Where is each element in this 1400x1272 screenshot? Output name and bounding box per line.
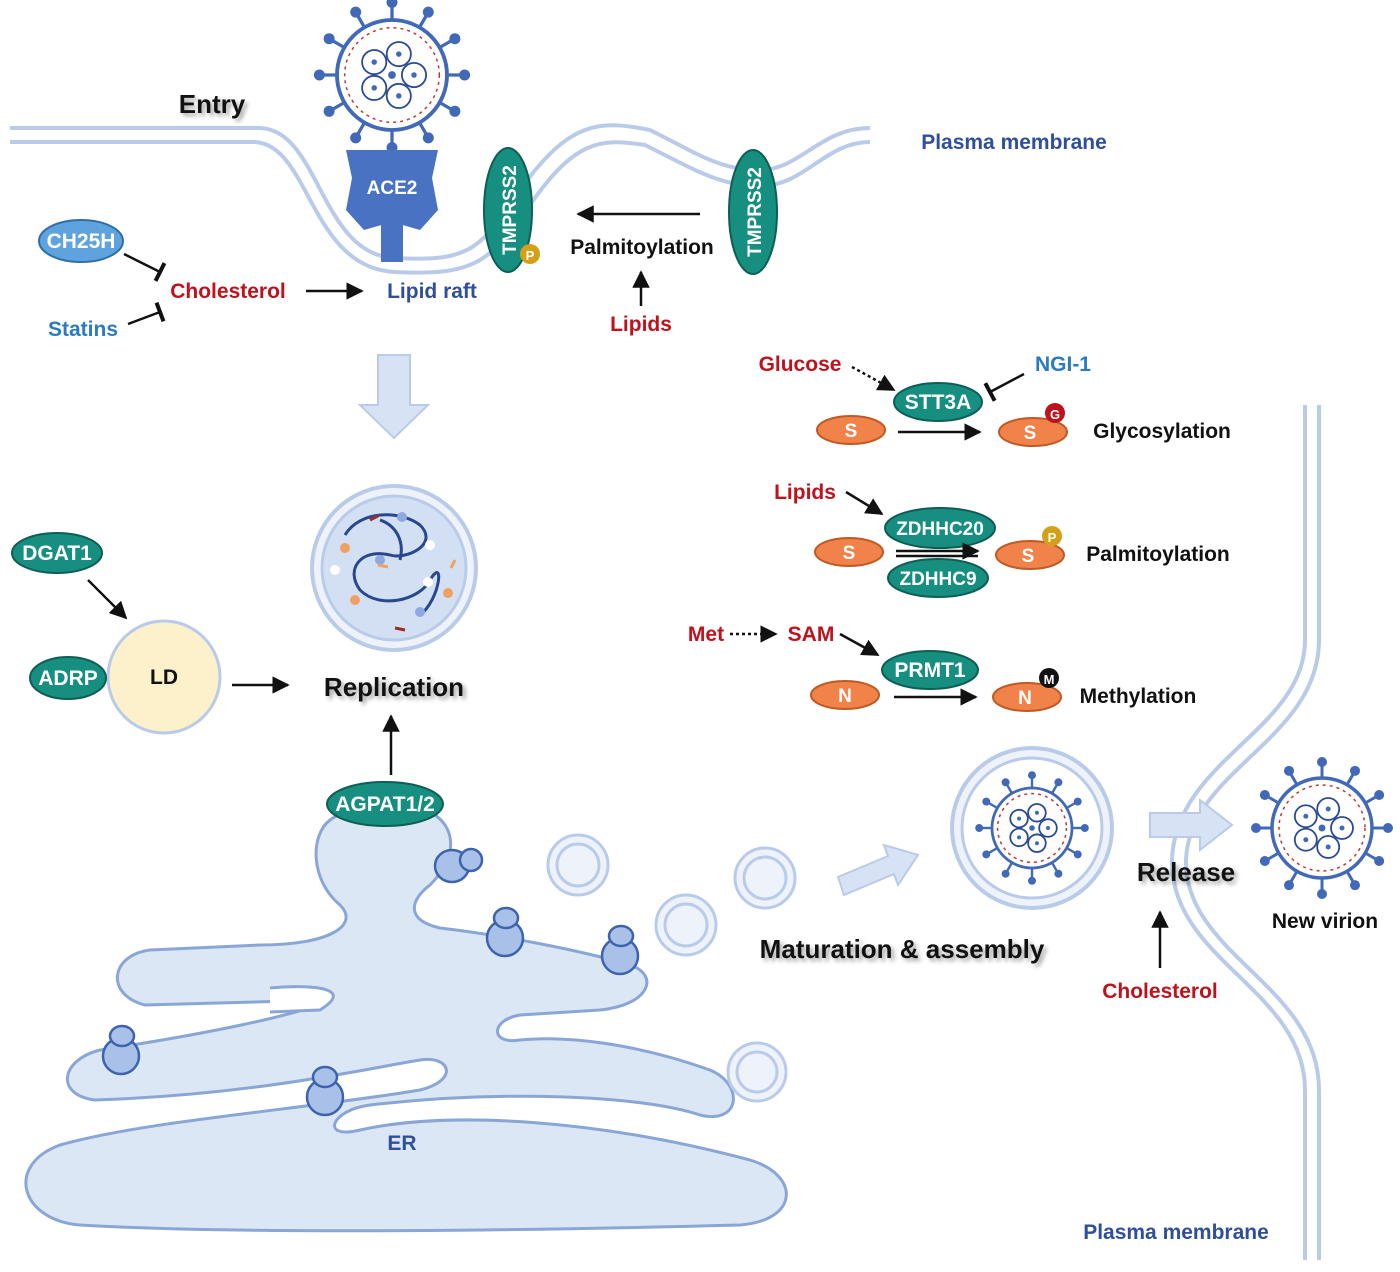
ch25h-label: CH25H (47, 230, 116, 253)
zdhhc9-node (887, 558, 989, 598)
nucleocapsid-product-label: N (1018, 688, 1032, 709)
tmprss2-label-a: TMPRSS2 (500, 165, 521, 255)
stt3a-label: STT3A (905, 391, 972, 414)
nucleocapsid-product (992, 682, 1062, 712)
tmprss2-membrane: TMPRSS2 P (483, 147, 540, 273)
cholesterol-entry-label: Cholesterol (170, 280, 286, 303)
agpat-label: AGPAT1/2 (335, 793, 435, 816)
agpat-node: AGPAT1/2 (326, 781, 444, 827)
ld-label: LD (150, 666, 178, 689)
ngi1-label: NGI-1 (1035, 353, 1091, 376)
m-badge: M (1044, 672, 1055, 687)
ace2-label: ACE2 (367, 178, 418, 199)
adrp-label: ADRP (38, 667, 98, 690)
spike-substrate-palm (814, 537, 884, 567)
sam-label: SAM (788, 623, 835, 646)
spike-product-glyco-label: S (1024, 423, 1037, 444)
endoplasmic-reticulum-icon (24, 803, 788, 1233)
prmt1-label: PRMT1 (894, 659, 965, 682)
entry-to-replication-arrow (357, 354, 431, 440)
dgat1-node: DGAT1 (11, 532, 103, 574)
release-label: Release (1137, 857, 1235, 887)
plasma-membrane-top-label: Plasma membrane (921, 131, 1107, 154)
inhibit-ngi1-stt3a (983, 372, 1025, 402)
new-virion-label: New virion (1272, 910, 1378, 933)
zdhhc20-node (884, 507, 996, 549)
virus-entry-icon (313, 0, 471, 154)
zdhhc9-label: ZDHHC9 (899, 569, 976, 590)
p-badge-ptm: P (1048, 530, 1057, 545)
nucleocapsid-substrate (810, 680, 880, 710)
glycosylation-label: Glycosylation (1093, 420, 1231, 443)
lipids-ptm-label: Lipids (774, 481, 836, 504)
ch25h-node: CH25H (38, 219, 124, 263)
glucose-label: Glucose (759, 353, 842, 376)
arrow-sam-prmt1 (839, 632, 880, 657)
prmt1-node (881, 650, 979, 690)
arrow-dgat1-ld (87, 579, 128, 620)
tmprss2-label-b: TMPRSS2 (745, 167, 766, 257)
methylation-panel: Met SAM PRMT1 N N M Methylation (688, 623, 1197, 712)
adrp-node: ADRP (29, 656, 107, 700)
spike-substrate-glyco (816, 415, 886, 445)
cholesterol-release-label: Cholesterol (1102, 980, 1218, 1003)
palmitoylation-ptm-label: Palmitoylation (1086, 543, 1230, 566)
replication-label: Replication (324, 672, 464, 702)
plasma-membrane-right (1169, 405, 1321, 1260)
statins-label: Statins (48, 318, 118, 341)
spike-product-palm (995, 540, 1065, 570)
arrow-glucose-stt3a (851, 365, 896, 392)
maturation-label: Maturation & assembly (760, 934, 1045, 964)
er-ribosomes (101, 847, 640, 1117)
spike-substrate-palm-label: S (843, 543, 856, 564)
maturation-arrow (836, 843, 920, 897)
entry-label: Entry (179, 89, 246, 119)
palmitoylation-panel: Lipids ZDHHC20 S ZDHHC9 S P Palmitoylati… (774, 481, 1230, 598)
palmitoylation-entry-label: Palmitoylation (570, 236, 714, 259)
lipid-raft-label: Lipid raft (387, 280, 477, 303)
ace2-receptor-icon: ACE2 (346, 150, 438, 262)
assembled-virion-icon (950, 746, 1114, 910)
nucleocapsid-substrate-label: N (838, 686, 852, 707)
dgat1-label: DGAT1 (22, 542, 92, 565)
lipids-entry-label: Lipids (610, 313, 672, 336)
p-badge: P (526, 248, 535, 263)
stt3a-node (893, 382, 983, 422)
release-arrow (1149, 797, 1234, 853)
inhibit-statins-cholesterol (127, 301, 166, 326)
glycosylation-panel: Glucose NGI-1 STT3A S S G Glycosylation (759, 353, 1231, 447)
methylation-label: Methylation (1080, 685, 1197, 708)
spike-product-palm-label: S (1022, 546, 1035, 567)
g-badge: G (1050, 407, 1060, 422)
replication-vesicle-icon (310, 484, 478, 652)
inhibit-ch25h-cholesterol (123, 252, 167, 282)
lipid-droplet-node: LD (106, 619, 222, 735)
new-virion-icon (1251, 757, 1393, 899)
er-label: ER (387, 1132, 416, 1155)
plasma-membrane-bottom-label: Plasma membrane (1083, 1221, 1269, 1244)
spike-product-glyco (998, 417, 1068, 447)
met-label: Met (688, 623, 724, 646)
tmprss2-free: TMPRSS2 (728, 149, 778, 275)
arrow-lipids-zdhhc20 (845, 490, 884, 516)
zdhhc20-label: ZDHHC20 (896, 519, 984, 540)
transport-vesicles (546, 833, 797, 1103)
spike-substrate-glyco-label: S (845, 421, 858, 442)
